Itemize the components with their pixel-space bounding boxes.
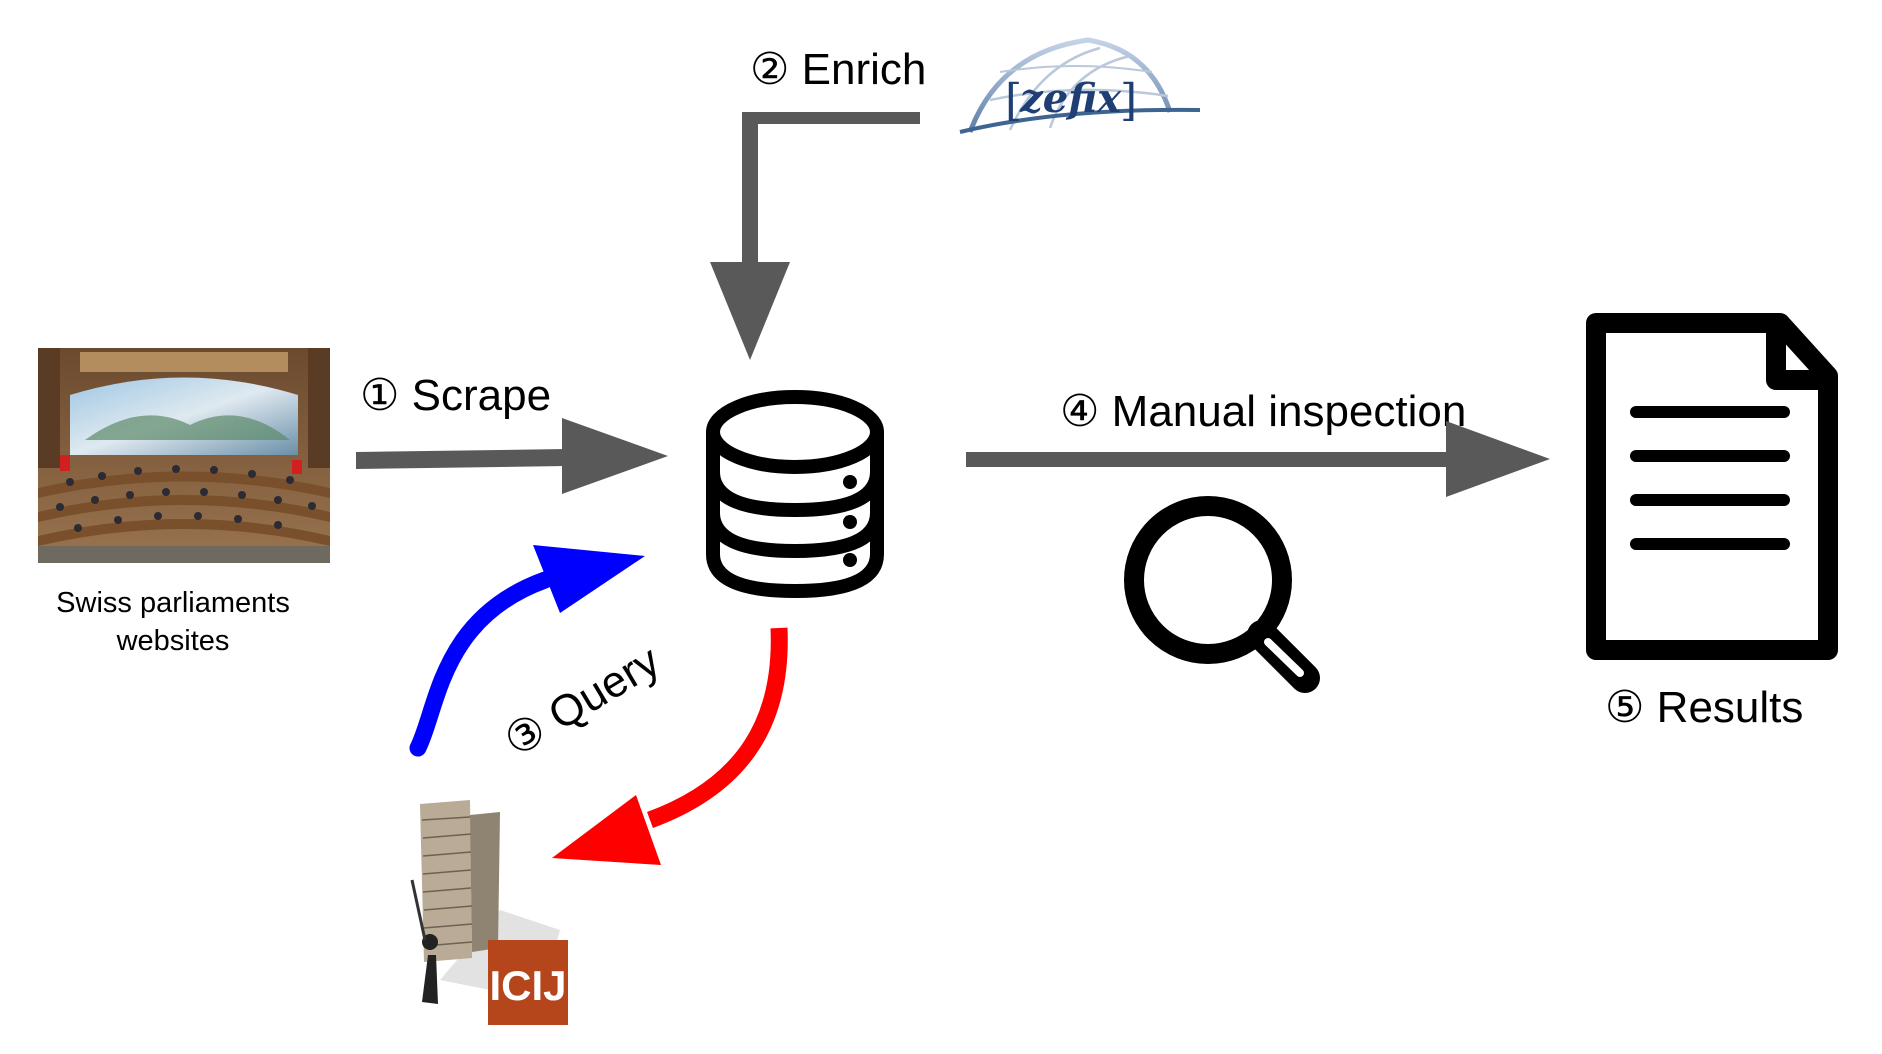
- icij-logo-text: ICIJ: [489, 962, 566, 1009]
- step-scrape-label: ① Scrape: [360, 371, 551, 420]
- database-icon: [706, 390, 884, 599]
- scrape-arrow: [356, 418, 668, 494]
- parliament-photo: [38, 348, 330, 563]
- icij-documents-illustration: ICIJ: [410, 800, 568, 1025]
- step-enrich-label: ② Enrich: [750, 45, 926, 94]
- zefix-logo: [ zefix ]: [959, 37, 1201, 134]
- document-icon: [1586, 313, 1838, 660]
- source-caption-line1: Swiss parliaments: [56, 587, 290, 619]
- step-inspection-label: ④ Manual inspection: [1060, 387, 1466, 436]
- icij-logo-box: [488, 940, 568, 1025]
- query-out-arrow: [409, 545, 645, 757]
- database-indicator-lights: [843, 475, 857, 567]
- svg-text:[: [: [1005, 75, 1022, 126]
- step-results-label: ⑤ Results: [1605, 683, 1803, 732]
- source-caption-line2: websites: [116, 625, 230, 657]
- inspection-arrow: [966, 421, 1550, 497]
- enrich-arrow: [710, 112, 920, 360]
- step-query-label: ③ Query: [496, 636, 668, 766]
- zefix-logo-text: zefix: [1019, 75, 1122, 122]
- query-back-arrow: [552, 627, 788, 865]
- svg-text:]: ]: [1120, 75, 1137, 126]
- magnifier-icon: [1124, 496, 1320, 693]
